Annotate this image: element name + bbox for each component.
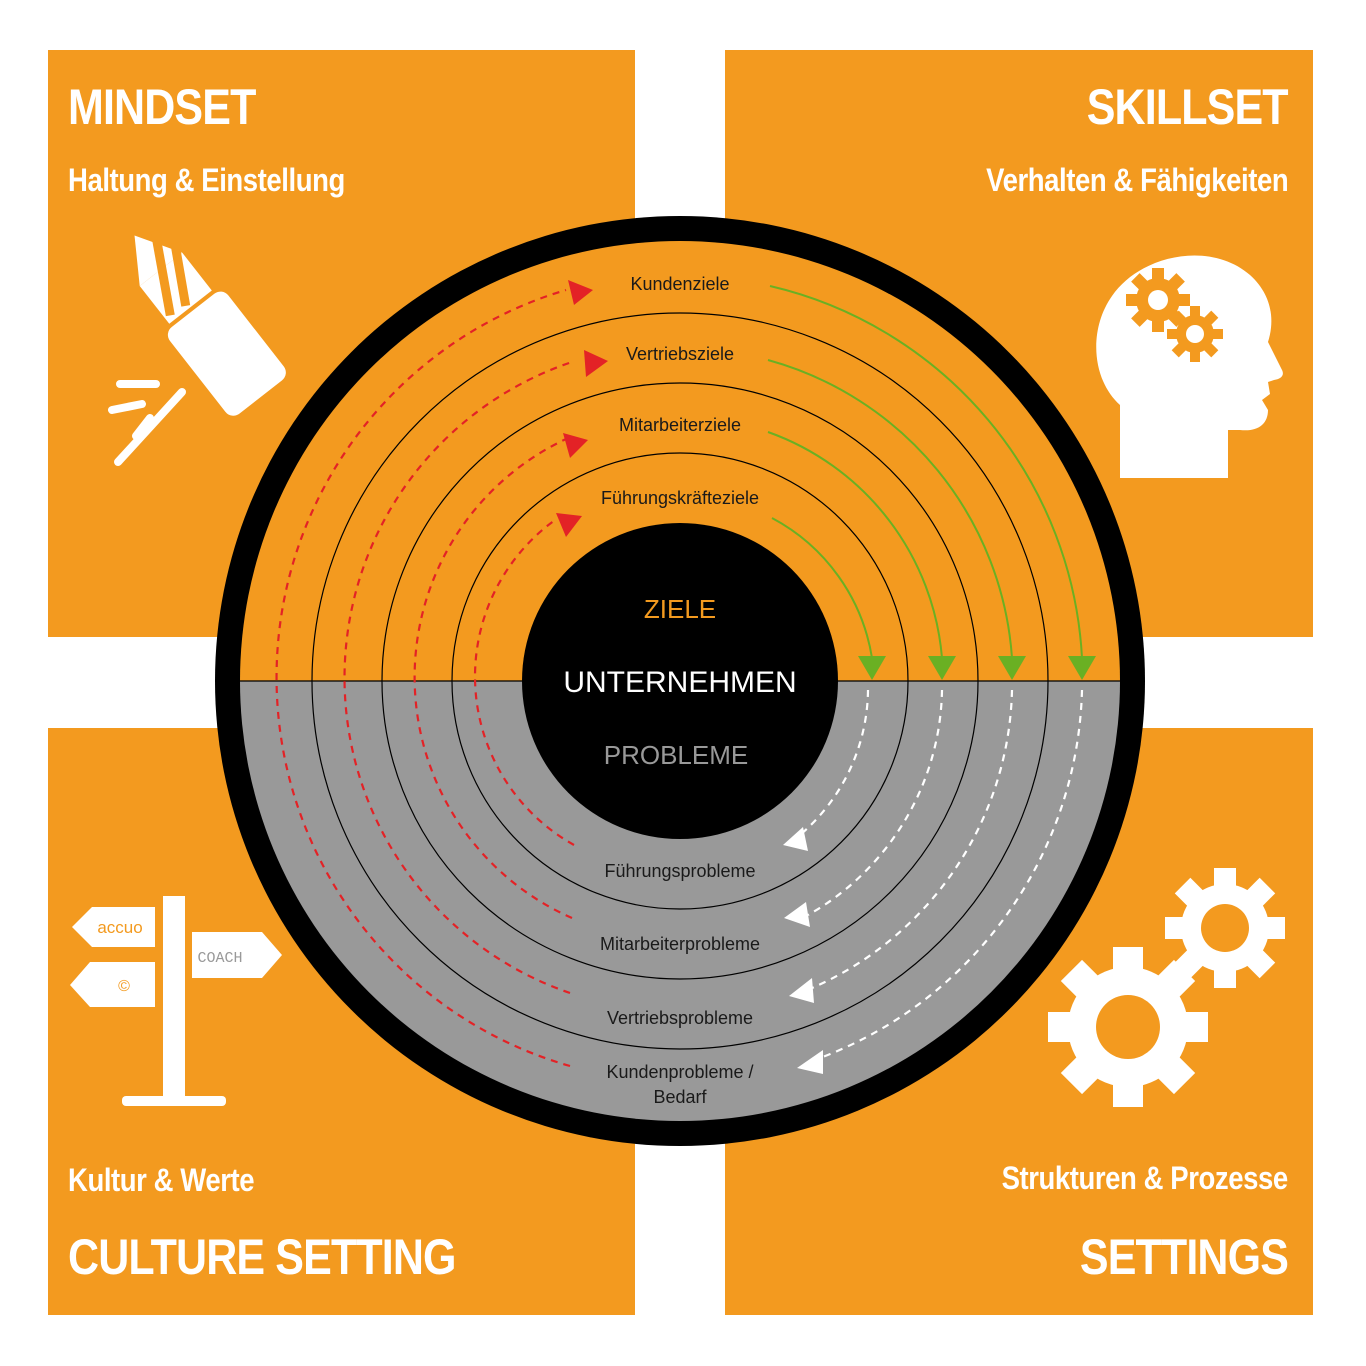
- goal-label-leaders: Führungskräfteziele: [601, 488, 759, 508]
- problem-label-demand: Bedarf: [653, 1087, 707, 1107]
- goal-label-employees: Mitarbeiterziele: [619, 415, 741, 435]
- problem-label-leaders: Führungsprobleme: [604, 861, 755, 881]
- settings-subtitle: Strukturen & Prozesse: [1001, 1160, 1289, 1196]
- sign-copyright: ©: [118, 978, 130, 995]
- white-dashed-arcs: [799, 689, 1084, 1060]
- goal-label-sales: Vertriebsziele: [626, 344, 734, 364]
- mindset-subtitle: Haltung & Einstellung: [68, 162, 345, 198]
- signpost-icon: accuo COACH ©: [70, 896, 282, 1106]
- green-arrowheads: [858, 656, 1096, 680]
- sign-coach: COACH: [197, 950, 242, 967]
- red-arrowheads: [556, 280, 608, 537]
- sign-accuo: accuo: [97, 918, 142, 937]
- skillset-title: SKILLSET: [1087, 79, 1289, 135]
- mindset-title: MINDSET: [68, 79, 256, 135]
- culture-subtitle: Kultur & Werte: [68, 1162, 255, 1198]
- green-arcs: [767, 285, 1083, 659]
- problem-label-customers: Kundenprobleme /: [606, 1062, 753, 1082]
- skillset-subtitle: Verhalten & Fähigkeiten: [985, 162, 1289, 198]
- rocket-firework-icon: [108, 230, 286, 466]
- goals-half: [240, 241, 1120, 681]
- head-gears-icon: [1096, 255, 1283, 478]
- problem-label-employees: Mitarbeiterprobleme: [600, 934, 760, 954]
- center-disc: [522, 523, 838, 839]
- white-arrowheads: [783, 827, 823, 1074]
- center-problems-label: PROBLEME: [604, 740, 749, 770]
- problem-label-sales: Vertriebsprobleme: [607, 1008, 753, 1028]
- red-dashed-arcs: [275, 288, 575, 1068]
- problems-half: [240, 681, 1120, 1121]
- culture-setting-title: CULTURE SETTING: [68, 1229, 456, 1285]
- center-goals-label: ZIELE: [644, 594, 716, 624]
- center-company-label: UNTERNEHMEN: [563, 666, 796, 699]
- settings-title: SETTINGS: [1079, 1229, 1289, 1285]
- goal-label-customers: Kundenziele: [630, 274, 729, 294]
